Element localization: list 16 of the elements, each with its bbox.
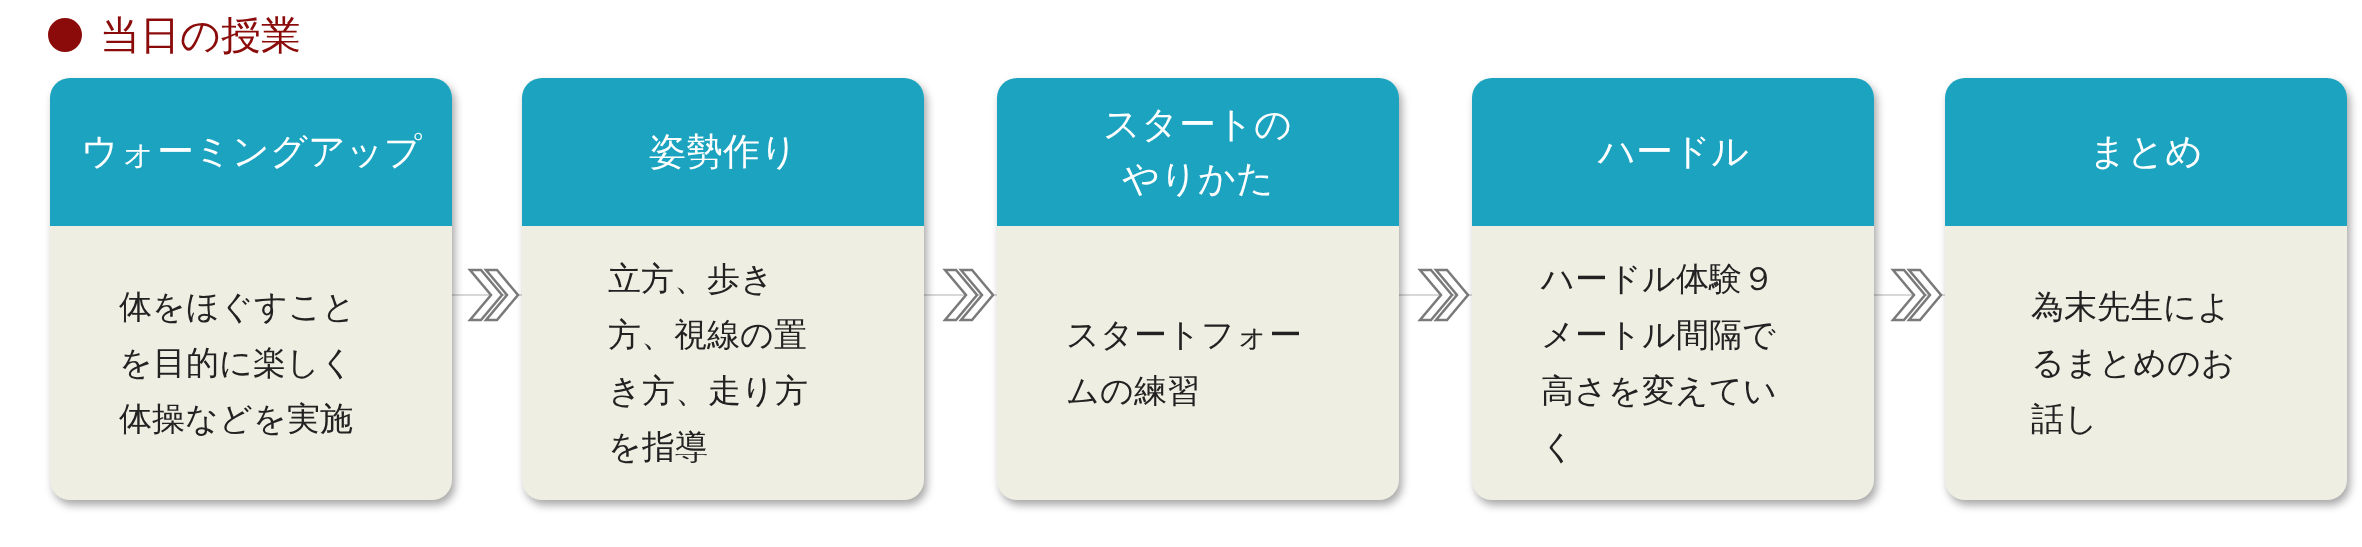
step-description: 体をほぐすことを目的に楽しく体操などを実施 (119, 285, 357, 441)
step-title: スタートのやりかた (1102, 102, 1294, 202)
step-description: 為末先生によるまとめのお話し (2030, 285, 2236, 441)
step-card (997, 78, 1399, 500)
step-description: スタートフォームの練習 (1066, 313, 1303, 412)
step-card (1472, 78, 1874, 500)
step-title: 姿勢作り (648, 129, 798, 176)
step-card (522, 78, 924, 500)
step-description: ハードル体験９メートル間隔で高さを変えていく (1541, 257, 1778, 469)
step-title: ウォーミングアップ (80, 129, 422, 176)
step-title: ハードル (1597, 129, 1749, 176)
step-card (1945, 78, 2347, 500)
step-card (50, 78, 452, 500)
title: 当日の授業 (100, 11, 301, 60)
step-description: 立方、歩き方、視線の置き方、走り方を指導 (607, 257, 809, 469)
step-title: まとめ (2089, 129, 2203, 176)
